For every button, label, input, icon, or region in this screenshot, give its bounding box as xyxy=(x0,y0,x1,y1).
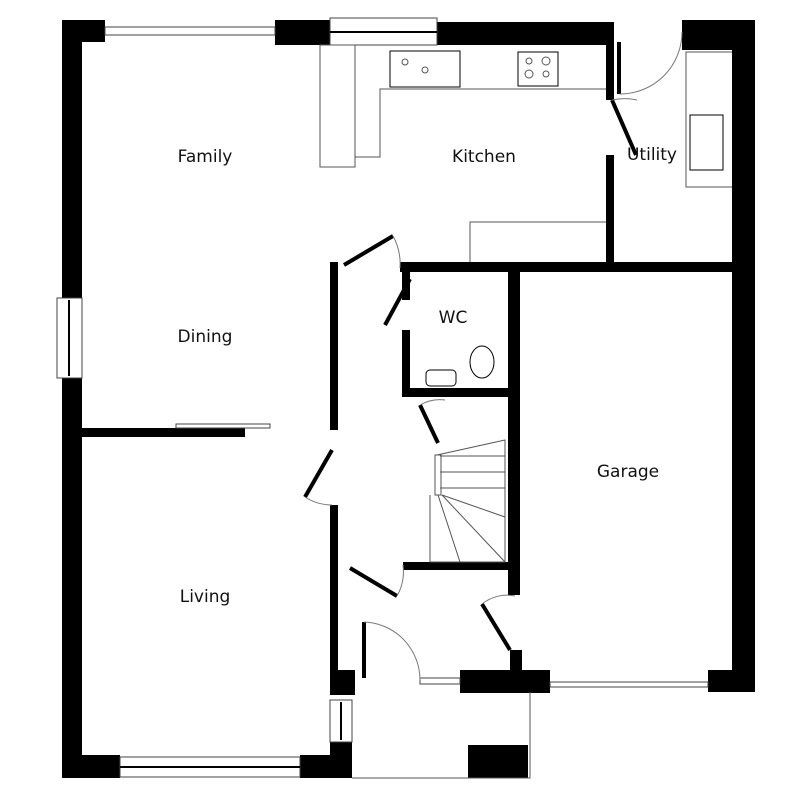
door-hall-kitchen xyxy=(342,234,395,267)
wall-hall-upper xyxy=(330,262,338,430)
wall-garage-front xyxy=(460,670,550,693)
toilet-icon xyxy=(469,345,495,379)
wall-top-kitchen xyxy=(437,22,612,45)
door-wc xyxy=(383,278,412,326)
double-sink-icon xyxy=(389,50,461,88)
utility-worktop xyxy=(685,51,732,188)
wall-top-mid xyxy=(275,20,330,45)
kitchen-worktop-left xyxy=(319,44,356,168)
wall-garage-left xyxy=(508,262,520,595)
door-hall-stairs xyxy=(348,566,399,598)
wall-porch-pillar xyxy=(330,740,352,778)
kitchen-island-edge xyxy=(469,221,606,262)
porch-outline xyxy=(352,692,531,779)
wall-right xyxy=(732,20,755,692)
room-label-family: Family xyxy=(177,147,233,167)
walls xyxy=(62,20,755,778)
sink-tap xyxy=(401,58,409,66)
door-hall-garage xyxy=(480,602,512,652)
hob-icon xyxy=(517,51,559,87)
wall-kitchen-utility-upper xyxy=(606,22,614,100)
door-kitchen-utility xyxy=(610,99,638,156)
wall-kitchen-utility-lower xyxy=(606,155,614,267)
basin-icon xyxy=(425,369,457,387)
wall-porch-corner xyxy=(330,670,355,695)
wall-wc-left xyxy=(402,330,410,397)
porch-column xyxy=(468,745,528,778)
wall-dining-living xyxy=(82,428,245,437)
staircase xyxy=(429,439,506,563)
utility-sink-icon xyxy=(689,114,724,171)
windows xyxy=(56,17,709,778)
doors xyxy=(303,31,683,681)
room-label-utility: Utility xyxy=(626,145,678,165)
wall-stairs-bottom xyxy=(403,562,515,570)
wall-garage-right-corner xyxy=(708,670,755,692)
door-understairs xyxy=(418,404,440,444)
wall-wc-bottom xyxy=(402,388,518,397)
sliding-door-dining xyxy=(175,423,271,429)
room-label-wc: WC xyxy=(438,308,468,328)
door-hall-living xyxy=(303,449,334,498)
wall-left xyxy=(62,20,82,778)
wall-wc-left-upper xyxy=(402,262,410,300)
room-label-living: Living xyxy=(179,587,231,607)
room-label-dining: Dining xyxy=(177,327,233,347)
fixtures xyxy=(319,44,732,779)
front-door-sidelight xyxy=(419,677,461,685)
wall-hall-lower xyxy=(330,505,338,695)
window-family-top xyxy=(104,26,276,36)
wall-garage-pillar xyxy=(510,650,522,672)
room-label-garage: Garage xyxy=(596,462,660,482)
wall-bottom-left xyxy=(62,755,120,778)
wall-top-left xyxy=(62,20,105,42)
kitchen-worktop xyxy=(355,88,606,158)
garage-door xyxy=(549,681,709,688)
room-label-kitchen: Kitchen xyxy=(452,147,516,167)
wall-wc-garage-top xyxy=(400,262,755,272)
